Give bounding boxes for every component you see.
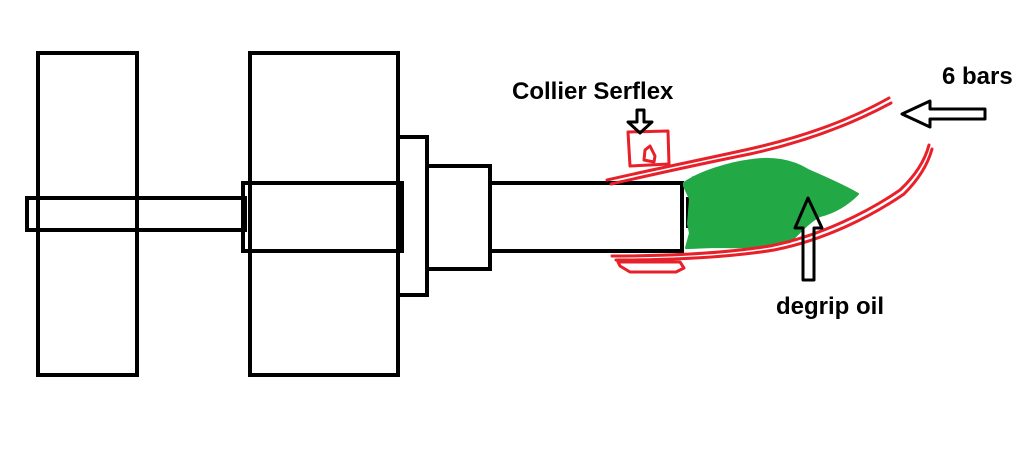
- collar-label: Collier Serflex: [512, 78, 674, 105]
- shaft-tube: [488, 181, 684, 253]
- arrow-up-icon: [793, 196, 824, 282]
- serflex-screw: [642, 144, 657, 164]
- hub-sleeve: [241, 181, 404, 253]
- coupling-block: [425, 164, 492, 271]
- right-disc: [248, 51, 400, 377]
- serflex-collar-bottom: [616, 260, 686, 274]
- left-disc: [36, 51, 139, 377]
- serflex-collar-top: [626, 129, 671, 168]
- oil-label: degrip oil: [776, 293, 884, 320]
- arrow-down-icon: [626, 108, 654, 135]
- arrow-left-icon: [900, 99, 987, 129]
- pressure-label: 6 bars: [942, 63, 1013, 90]
- degrip-oil-fill: [683, 157, 859, 249]
